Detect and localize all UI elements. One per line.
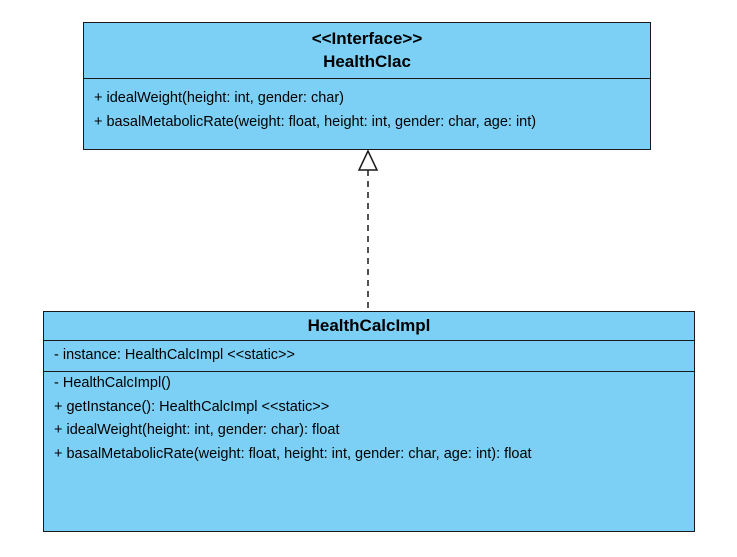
impl-method: - HealthCalcImpl() [54, 375, 171, 391]
impl-class-box[interactable]: HealthCalcImpl - instance: HealthCalcImp… [43, 311, 695, 532]
interface-method: + basalMetabolicRate(weight: float, heig… [94, 113, 537, 130]
interface-class-name: HealthClac [323, 52, 411, 71]
impl-method: + basalMetabolicRate(weight: float, heig… [54, 445, 532, 462]
impl-attribute: - instance: HealthCalcImpl <<static>> [54, 347, 295, 363]
interface-stereotype: <<Interface>> [311, 29, 423, 48]
impl-class-header: HealthCalcImpl [44, 312, 694, 341]
interface-method: + idealWeight(height: int, gender: char) [94, 90, 345, 106]
impl-method: + getInstance(): HealthCalcImpl <<static… [54, 398, 330, 415]
impl-class-name: HealthCalcImpl [307, 316, 431, 335]
impl-attributes-section: - instance: HealthCalcImpl <<static>> [44, 341, 694, 372]
impl-method: + idealWeight(height: int, gender: char)… [54, 422, 340, 438]
interface-class-header: <<Interface>> HealthClac [84, 23, 650, 79]
realization-arrowhead-icon [357, 149, 379, 171]
impl-methods-section: - HealthCalcImpl() + getInstance(): Heal… [44, 372, 694, 466]
interface-methods-section: + idealWeight(height: int, gender: char)… [84, 79, 650, 134]
interface-class-box[interactable]: <<Interface>> HealthClac + idealWeight(h… [83, 22, 651, 150]
